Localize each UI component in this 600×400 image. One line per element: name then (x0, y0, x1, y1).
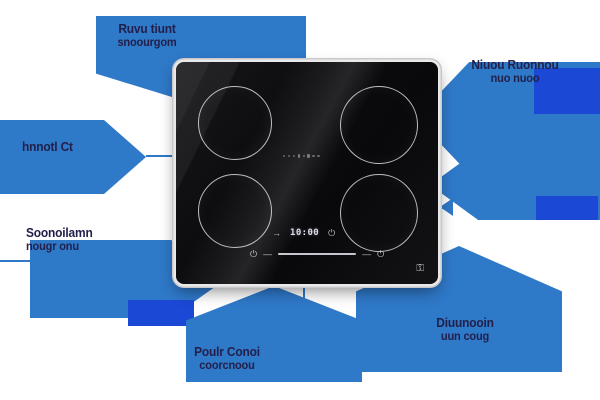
indicator-dot (292, 154, 296, 158)
indicator-dot (287, 154, 291, 158)
indicator-dot (307, 154, 310, 158)
callout-label-mid-left: hnnotl Ct (22, 139, 142, 154)
callout-label-bottom-right-line1: Diuunooin (436, 315, 494, 330)
callout-label-lower-left: Soonoilamn nougr onu (26, 225, 164, 254)
leader-line-bottom-center (303, 268, 305, 314)
burner-zone-front-right[interactable] (340, 174, 418, 252)
indicator-dot-row (283, 154, 320, 158)
slider-track (278, 253, 357, 255)
callout-label-bottom-center-line2: coorcnoou (199, 358, 255, 373)
timer-power-icon[interactable]: ⏻ (328, 227, 336, 238)
indicator-dot (312, 154, 315, 158)
callout-label-top-left-line1: Ruvu tiunt (118, 21, 176, 36)
callout-label-bottom-center-line1: Poulr Conoi (194, 344, 260, 359)
callout-label-top-right-line2: nuo nuoo (490, 71, 540, 86)
power-right-icon[interactable]: ⏻ (377, 248, 385, 259)
burner-zone-rear-left[interactable] (198, 86, 272, 160)
leader-line-lower-left-2 (0, 260, 186, 262)
callout-label-mid-left-line1: hnnotl Ct (22, 139, 73, 154)
power-left-icon[interactable]: ⏻ (250, 248, 258, 259)
callout-label-lower-left-line1: Soonoilamn (26, 225, 93, 240)
callout-label-lower-left-line2: nougr onu (26, 239, 79, 254)
timer-control-row: → 10:00 ⏻ (272, 228, 335, 238)
callout-label-top-left-line2: snoourgom (117, 35, 177, 50)
callout-label-bottom-right: Diuunooin uun coug (396, 315, 534, 344)
power-slider-row: ⏻ — — ⏻ (250, 249, 420, 259)
callout-shape-mid-right-accent (536, 196, 598, 220)
child-lock-icon[interactable]: ⚿ (416, 263, 424, 274)
touch-control-panel[interactable]: → 10:00 ⏻ ⏻ — — ⏻ (250, 228, 428, 276)
cooktop-appliance: → 10:00 ⏻ ⏻ — — ⏻ ⚿ (176, 62, 438, 284)
slider-dash-left-icon: — (263, 248, 273, 259)
arrow-head-mid-right (440, 198, 453, 216)
callout-shape-mid-left (0, 120, 146, 194)
leader-line-mid-left (146, 155, 178, 157)
callout-label-top-right-line1: Niuou Ruonnou (471, 57, 559, 72)
arrow-right-icon[interactable]: → (272, 227, 281, 238)
power-level-slider[interactable] (278, 249, 357, 259)
indicator-dot (302, 154, 305, 158)
callout-shape-top-right-accent (534, 68, 600, 114)
burner-zone-rear-right[interactable] (340, 86, 418, 164)
slider-dash-right-icon: — (362, 248, 372, 259)
indicator-dot (317, 154, 320, 158)
callout-label-top-right: Niuou Ruonnou nuo nuoo (446, 57, 584, 86)
callout-label-bottom-right-line2: uun coug (440, 329, 490, 344)
indicator-dot (283, 154, 286, 158)
burner-zone-front-left[interactable] (198, 174, 272, 248)
timer-display: 10:00 (290, 228, 320, 238)
callout-shape-lower-left-accent (128, 300, 194, 326)
callout-label-bottom-center: Poulr Conoi coorcnoou (158, 344, 296, 373)
callout-label-top-left: Ruvu tiunt snoourgom (78, 21, 216, 50)
indicator-dot (297, 154, 301, 158)
arrow-head-top-right (440, 109, 453, 127)
